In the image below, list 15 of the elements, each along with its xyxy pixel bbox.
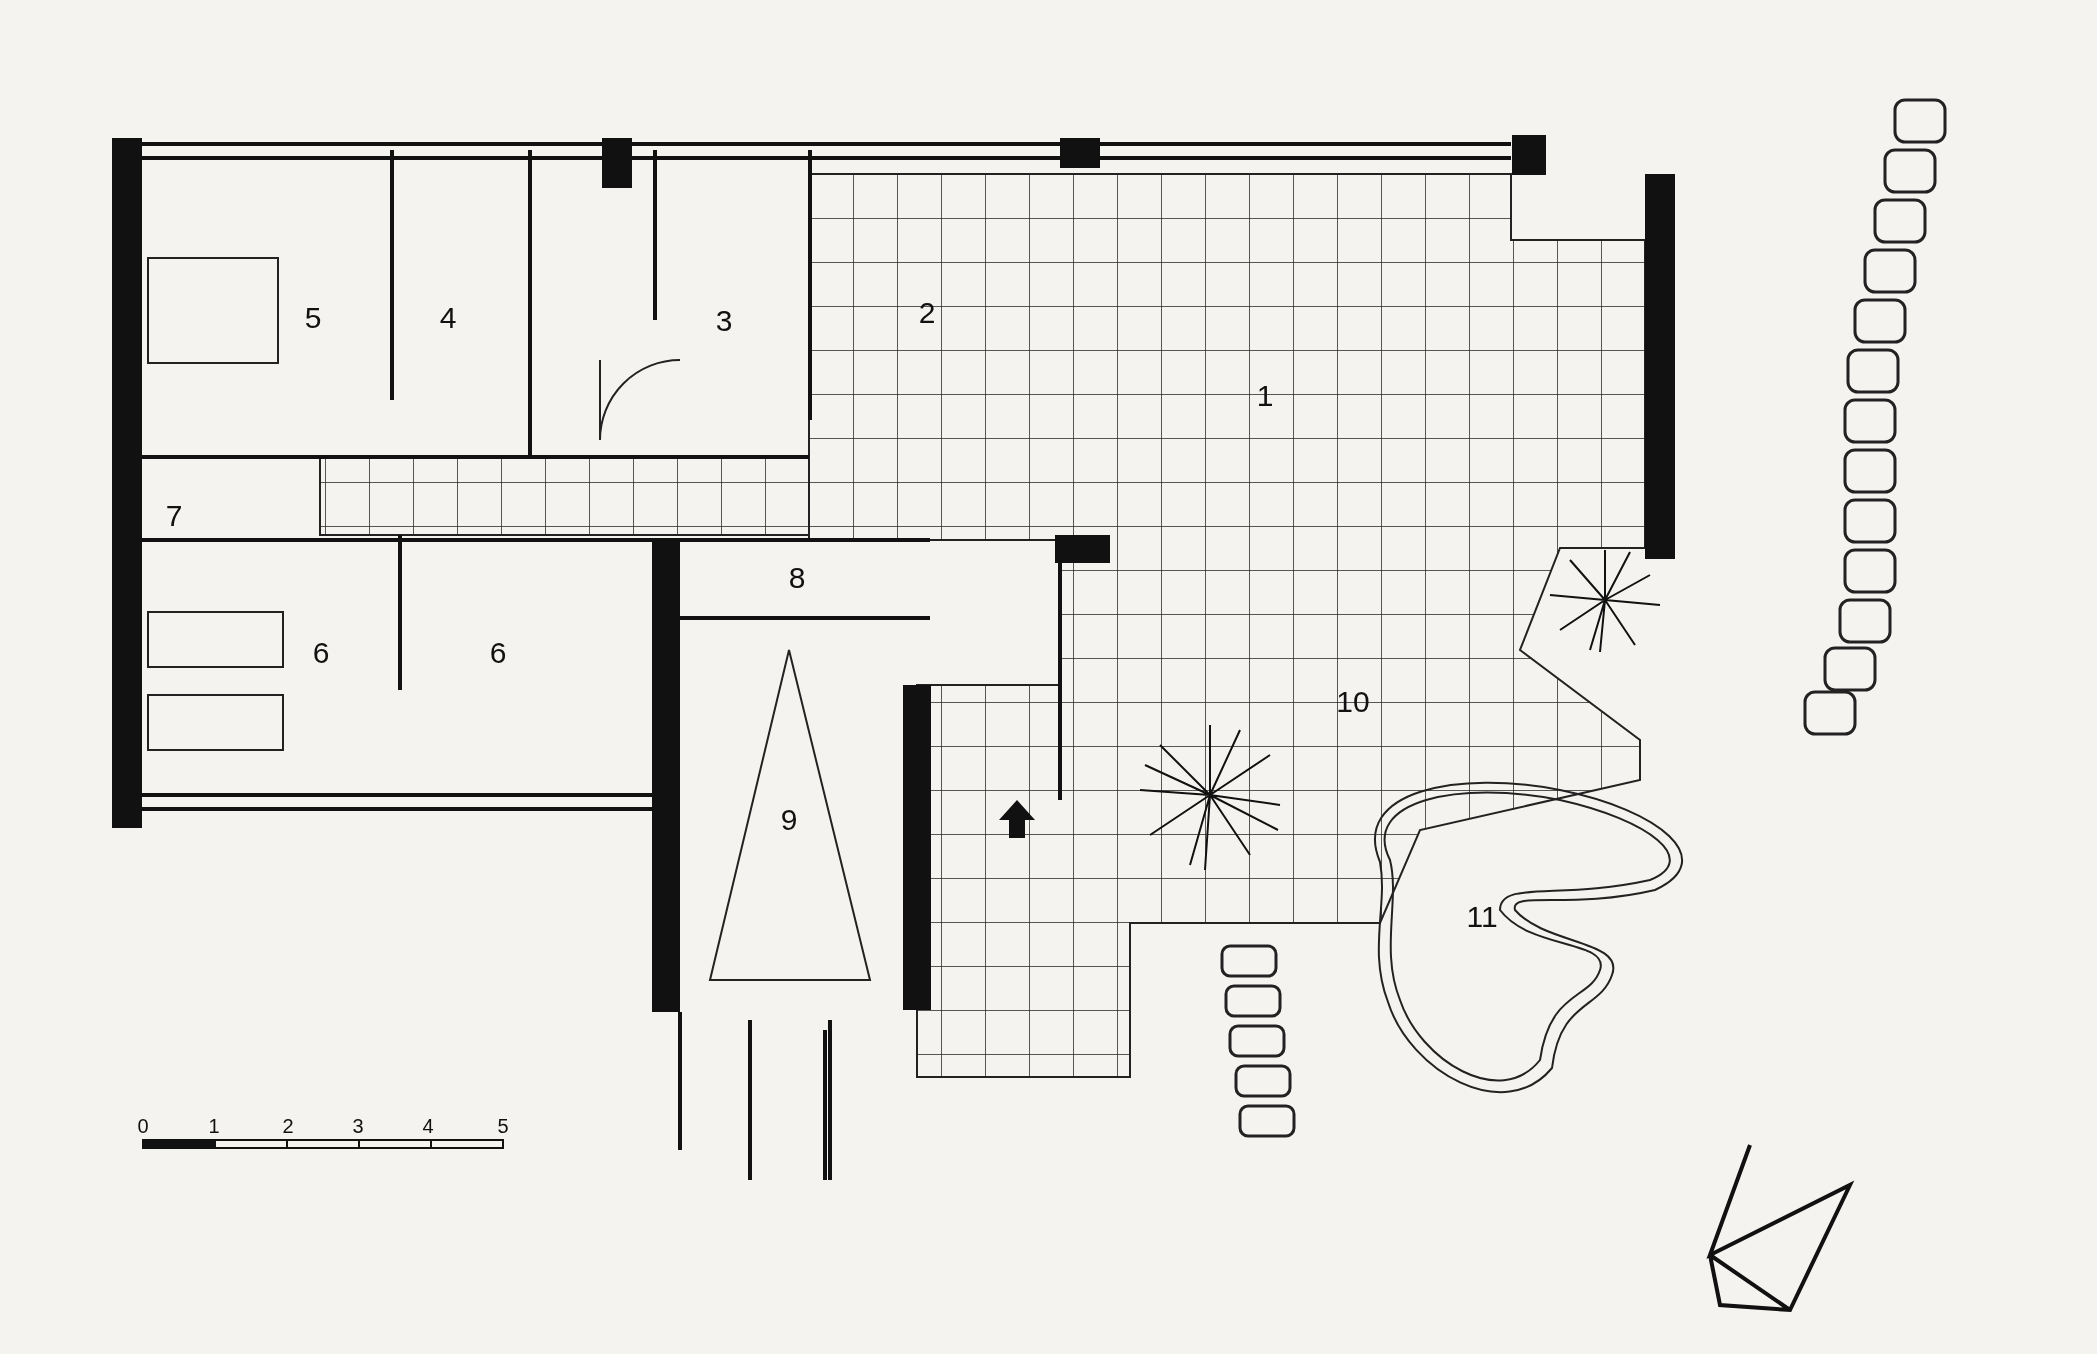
room-number: 3 [715, 306, 733, 336]
scale-number: 1 [208, 1116, 220, 1136]
scale-number: 4 [422, 1116, 434, 1136]
scale-number: 3 [352, 1116, 364, 1136]
room-number: 9 [780, 805, 798, 835]
scale-number: 0 [137, 1116, 149, 1136]
room-number: 4 [439, 303, 457, 333]
room-number: 8 [788, 563, 806, 593]
room-number: 6 [489, 638, 507, 668]
room-number: 7 [165, 501, 183, 531]
room-number: 11 [1466, 902, 1498, 932]
scale-number: 5 [497, 1116, 509, 1136]
room-number: 5 [304, 303, 322, 333]
scale-number: 2 [282, 1116, 294, 1136]
room-number: 6 [312, 638, 330, 668]
